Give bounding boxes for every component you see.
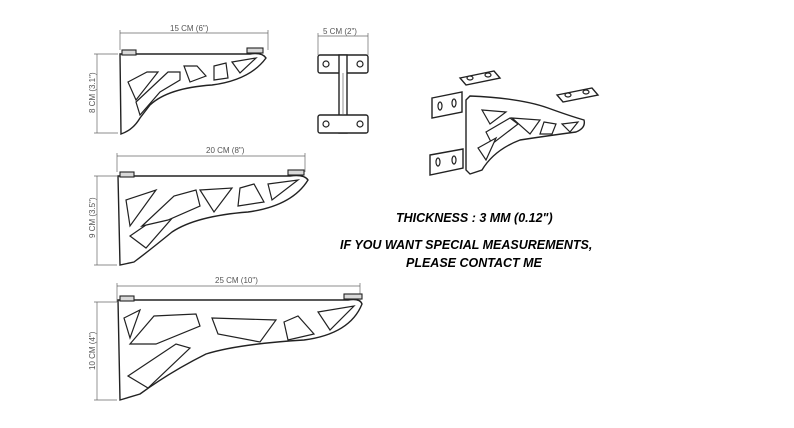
cutout <box>135 71 181 117</box>
mounting-plate <box>429 148 464 176</box>
bracket-medium: 20 CM (8") 9 CM (3.5") <box>88 146 309 266</box>
large-height-label: 10 CM (4") <box>88 331 97 370</box>
mounting-plate <box>555 87 600 103</box>
mounting-plate <box>458 70 502 86</box>
small-width-label: 15 CM (6") <box>170 24 209 33</box>
bracket-small: 15 CM (6") 8 CM (3.1") <box>88 24 269 135</box>
cutout <box>183 65 208 83</box>
thickness-note: THICKNESS : 3 MM (0.12") <box>396 211 553 225</box>
cutout <box>213 62 229 81</box>
medium-height-label: 9 CM (3.5") <box>88 197 97 238</box>
bracket-large: 25 CM (10") 10 CM (4") <box>88 276 363 401</box>
cutout <box>230 57 258 74</box>
depth-label: 5 CM (2") <box>323 27 357 36</box>
mounting-plate <box>431 91 463 119</box>
contact-note: PLEASE CONTACT ME <box>406 256 542 270</box>
bracket-side-view: 5 CM (2") <box>317 27 369 134</box>
medium-width-label: 20 CM (8") <box>206 146 245 155</box>
special-measurements-note: IF YOU WANT SPECIAL MEASUREMENTS, <box>340 238 593 252</box>
large-width-label: 25 CM (10") <box>215 276 258 285</box>
small-height-label: 8 CM (3.1") <box>88 72 97 113</box>
cutout <box>127 71 160 102</box>
bracket-isometric-assembly <box>429 70 600 176</box>
bracket-plate <box>465 95 586 175</box>
